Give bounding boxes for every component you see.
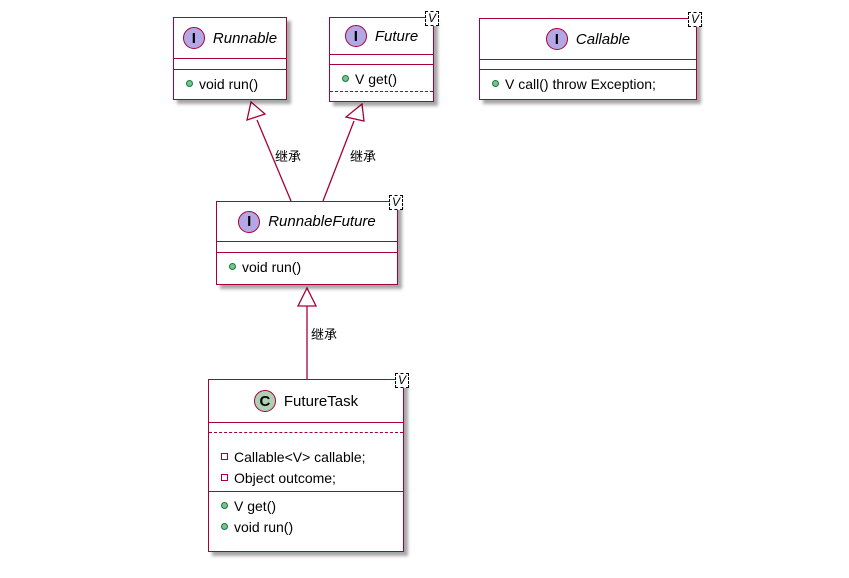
attributes-compartment: [330, 54, 433, 64]
interface-callable: V I Callable V call() throw Exception;: [479, 12, 702, 100]
method-row: void run(): [229, 256, 397, 277]
field-text: Callable<V> callable;: [234, 448, 366, 465]
class-header: I Future: [330, 18, 433, 54]
dashed-separator: [209, 432, 403, 433]
class-name: Future: [374, 27, 419, 45]
class-name: Runnable: [212, 29, 278, 47]
relation-label: 继承: [275, 149, 302, 164]
attributes-compartment: [174, 58, 286, 69]
attributes-compartment: [480, 59, 696, 69]
class-name: RunnableFuture: [268, 213, 376, 230]
private-visibility-icon: [221, 474, 228, 481]
arrowhead-future: [344, 102, 365, 122]
field-row: Object outcome;: [221, 467, 403, 488]
class-header: C FutureTask: [209, 380, 403, 422]
interface-stereotype-icon: I: [545, 28, 568, 50]
method-row: void run(): [186, 73, 286, 94]
public-visibility-icon: [221, 502, 228, 509]
class-name: Callable: [575, 30, 631, 48]
type-parameter: V: [687, 12, 702, 27]
method-row: V get(): [221, 495, 403, 516]
relation-label: 继承: [350, 149, 377, 164]
interface-runnablefuture: V I RunnableFuture void run(): [216, 195, 403, 285]
field-row: Callable<V> callable;: [221, 446, 403, 467]
type-parameter: V: [394, 373, 409, 388]
method-text: V get(): [355, 70, 398, 87]
methods-compartment: void run(): [217, 252, 397, 280]
edge-runnablefuture-future: [322, 120, 355, 202]
method-text: void run(): [242, 258, 302, 275]
private-visibility-icon: [221, 453, 228, 460]
interface-runnable: I Runnable void run(): [173, 17, 287, 100]
public-visibility-icon: [229, 263, 236, 270]
public-visibility-icon: [221, 523, 228, 530]
public-visibility-icon: [492, 80, 499, 87]
class-header: I Runnable: [174, 18, 286, 58]
method-row: V call() throw Exception;: [492, 73, 696, 94]
method-text: V call() throw Exception;: [505, 75, 656, 92]
class-stereotype-icon: C: [253, 390, 276, 412]
attributes-compartment: [217, 241, 397, 252]
type-parameter: V: [388, 195, 403, 210]
method-text: void run(): [234, 518, 294, 535]
fields-compartment: Callable<V> callable; Object outcome;: [209, 433, 403, 491]
field-text: Object outcome;: [234, 469, 336, 486]
interface-stereotype-icon: I: [238, 210, 261, 233]
interface-stereotype-icon: I: [344, 25, 367, 47]
dashed-separator: [330, 91, 433, 92]
relation-label: 继承: [311, 327, 338, 342]
class-header: I RunnableFuture: [217, 202, 397, 241]
interface-future: V I Future V get(): [329, 11, 439, 102]
method-text: void run(): [199, 75, 259, 92]
class-name: FutureTask: [283, 392, 359, 410]
interface-stereotype-icon: I: [182, 27, 205, 49]
arrowhead-runnable: [246, 100, 267, 121]
class-header: I Callable: [480, 19, 696, 59]
type-parameter: V: [424, 11, 439, 26]
methods-compartment: V get(): [330, 64, 433, 91]
method-row: V get(): [342, 68, 433, 89]
class-futuretask: V C FutureTask Callable<V> callable; Obj…: [208, 373, 409, 552]
method-text: V get(): [234, 497, 277, 514]
edge-runnablefuture-runnable: [256, 119, 292, 202]
methods-compartment: void run(): [174, 69, 286, 97]
method-row: void run(): [221, 516, 403, 537]
methods-compartment: V get() void run(): [209, 491, 403, 540]
arrowhead-runnablefuture: [296, 286, 318, 307]
methods-compartment: V call() throw Exception;: [480, 69, 696, 97]
header-separator: [209, 422, 403, 432]
public-visibility-icon: [186, 80, 193, 87]
public-visibility-icon: [342, 75, 349, 82]
